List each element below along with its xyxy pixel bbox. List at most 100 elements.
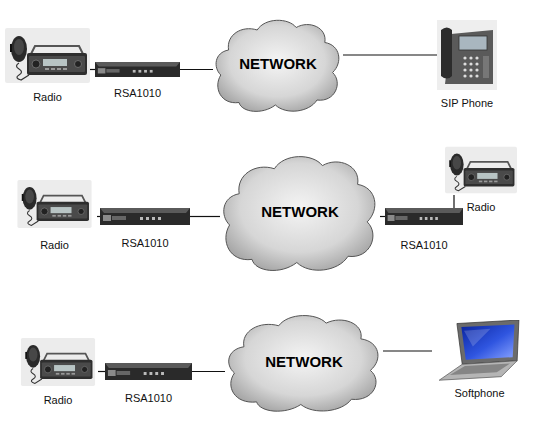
status-led (146, 217, 149, 220)
radio-knob (75, 61, 82, 68)
cloud-outline (216, 20, 339, 111)
status-led (152, 217, 155, 220)
device-label: RSA1010 (125, 392, 172, 404)
radio-front (38, 204, 87, 218)
box-top (385, 208, 463, 213)
status-led (144, 372, 147, 375)
radio-knob (78, 208, 84, 214)
status-led (425, 217, 428, 220)
network-link (343, 54, 437, 55)
sip-phone: SIP Phone (437, 20, 497, 90)
photo-backdrop (5, 28, 90, 83)
radio-body (37, 202, 89, 221)
radio-body (27, 53, 87, 75)
hand-mic (450, 153, 464, 175)
photo-backdrop (437, 20, 497, 90)
phone-key (469, 68, 472, 71)
phone-key (463, 56, 466, 59)
status-led (155, 372, 158, 375)
phone-key (463, 74, 466, 77)
phone-key (469, 74, 472, 77)
network-link (383, 350, 432, 351)
device-label: Radio (33, 91, 62, 103)
radio-button (51, 68, 55, 70)
radio-button (489, 181, 492, 183)
radio-button (58, 215, 61, 217)
radio-button (45, 68, 49, 70)
status-led (158, 217, 161, 220)
interface-box: RSA1010 (385, 208, 463, 225)
phone-key (475, 56, 478, 59)
device-label: RSA1010 (114, 87, 161, 99)
status-led (150, 70, 153, 73)
box-body (100, 208, 190, 225)
box-logo (108, 370, 116, 376)
radio-button (61, 373, 64, 375)
radio-front (42, 362, 91, 376)
box-top (95, 62, 180, 66)
radio-unit: Radio (5, 28, 90, 83)
status-led (138, 70, 141, 73)
box-body (95, 62, 180, 77)
photo-backdrop (21, 338, 95, 386)
radio-button (72, 373, 75, 375)
mic-grille (25, 190, 34, 204)
mic-grille (14, 39, 24, 55)
ptt-key (22, 194, 24, 201)
laptop-screen (461, 324, 514, 359)
laptop-keyboard (450, 363, 510, 375)
cloud-outline (229, 316, 378, 412)
photo-backdrop (17, 180, 91, 228)
phone-key (469, 56, 472, 59)
device-label: Radio (40, 239, 69, 251)
mic-cord (17, 63, 30, 80)
ptt-key (449, 160, 451, 167)
cloud-label: NETWORK (261, 203, 339, 220)
mic-cord (31, 369, 42, 384)
hand-mic (11, 36, 27, 62)
radio-button (484, 181, 487, 183)
box-top (100, 208, 190, 213)
device-label: SIP Phone (441, 97, 493, 109)
network-cloud: NETWORK (225, 310, 383, 415)
mount-bracket (31, 46, 83, 54)
interface-box: RSA1010 (105, 363, 192, 380)
status-led (420, 217, 423, 220)
network-link (380, 216, 385, 217)
radio-button (63, 68, 67, 70)
interface-box-icon (95, 62, 180, 77)
mic-grille (29, 348, 38, 362)
network-link (180, 69, 213, 70)
box-logo (106, 69, 119, 73)
phone-key (469, 62, 472, 65)
mic-grille (453, 156, 461, 170)
device-label: Radio (467, 201, 496, 213)
box-logo (112, 216, 126, 220)
box-logo (117, 371, 131, 375)
radio-knob (41, 208, 48, 215)
box-body (105, 363, 192, 380)
box-top (105, 363, 192, 368)
mount-bracket (44, 354, 89, 361)
status-led (133, 70, 136, 73)
softphone-laptop: Softphone (432, 320, 527, 382)
interface-box-icon (100, 208, 190, 225)
device-label: Radio (44, 394, 73, 406)
phone-screen (459, 36, 487, 50)
interface-box-icon (105, 363, 192, 380)
status-led (144, 70, 147, 73)
radio-icon (12, 180, 97, 228)
hand-mic (26, 345, 40, 368)
cloud-outline (224, 157, 375, 271)
phone-key (463, 62, 466, 65)
radio-unit: Radio (12, 180, 97, 228)
radio-knob (468, 174, 475, 181)
interface-box-icon (385, 208, 463, 225)
radio-unit: Radio (18, 338, 98, 386)
network-cloud: NETWORK (213, 15, 343, 115)
radio-knob (504, 174, 510, 180)
network-cloud: NETWORK (220, 150, 380, 275)
status-led (435, 217, 438, 220)
ptt-key (25, 352, 27, 359)
radio-knob (82, 366, 88, 372)
